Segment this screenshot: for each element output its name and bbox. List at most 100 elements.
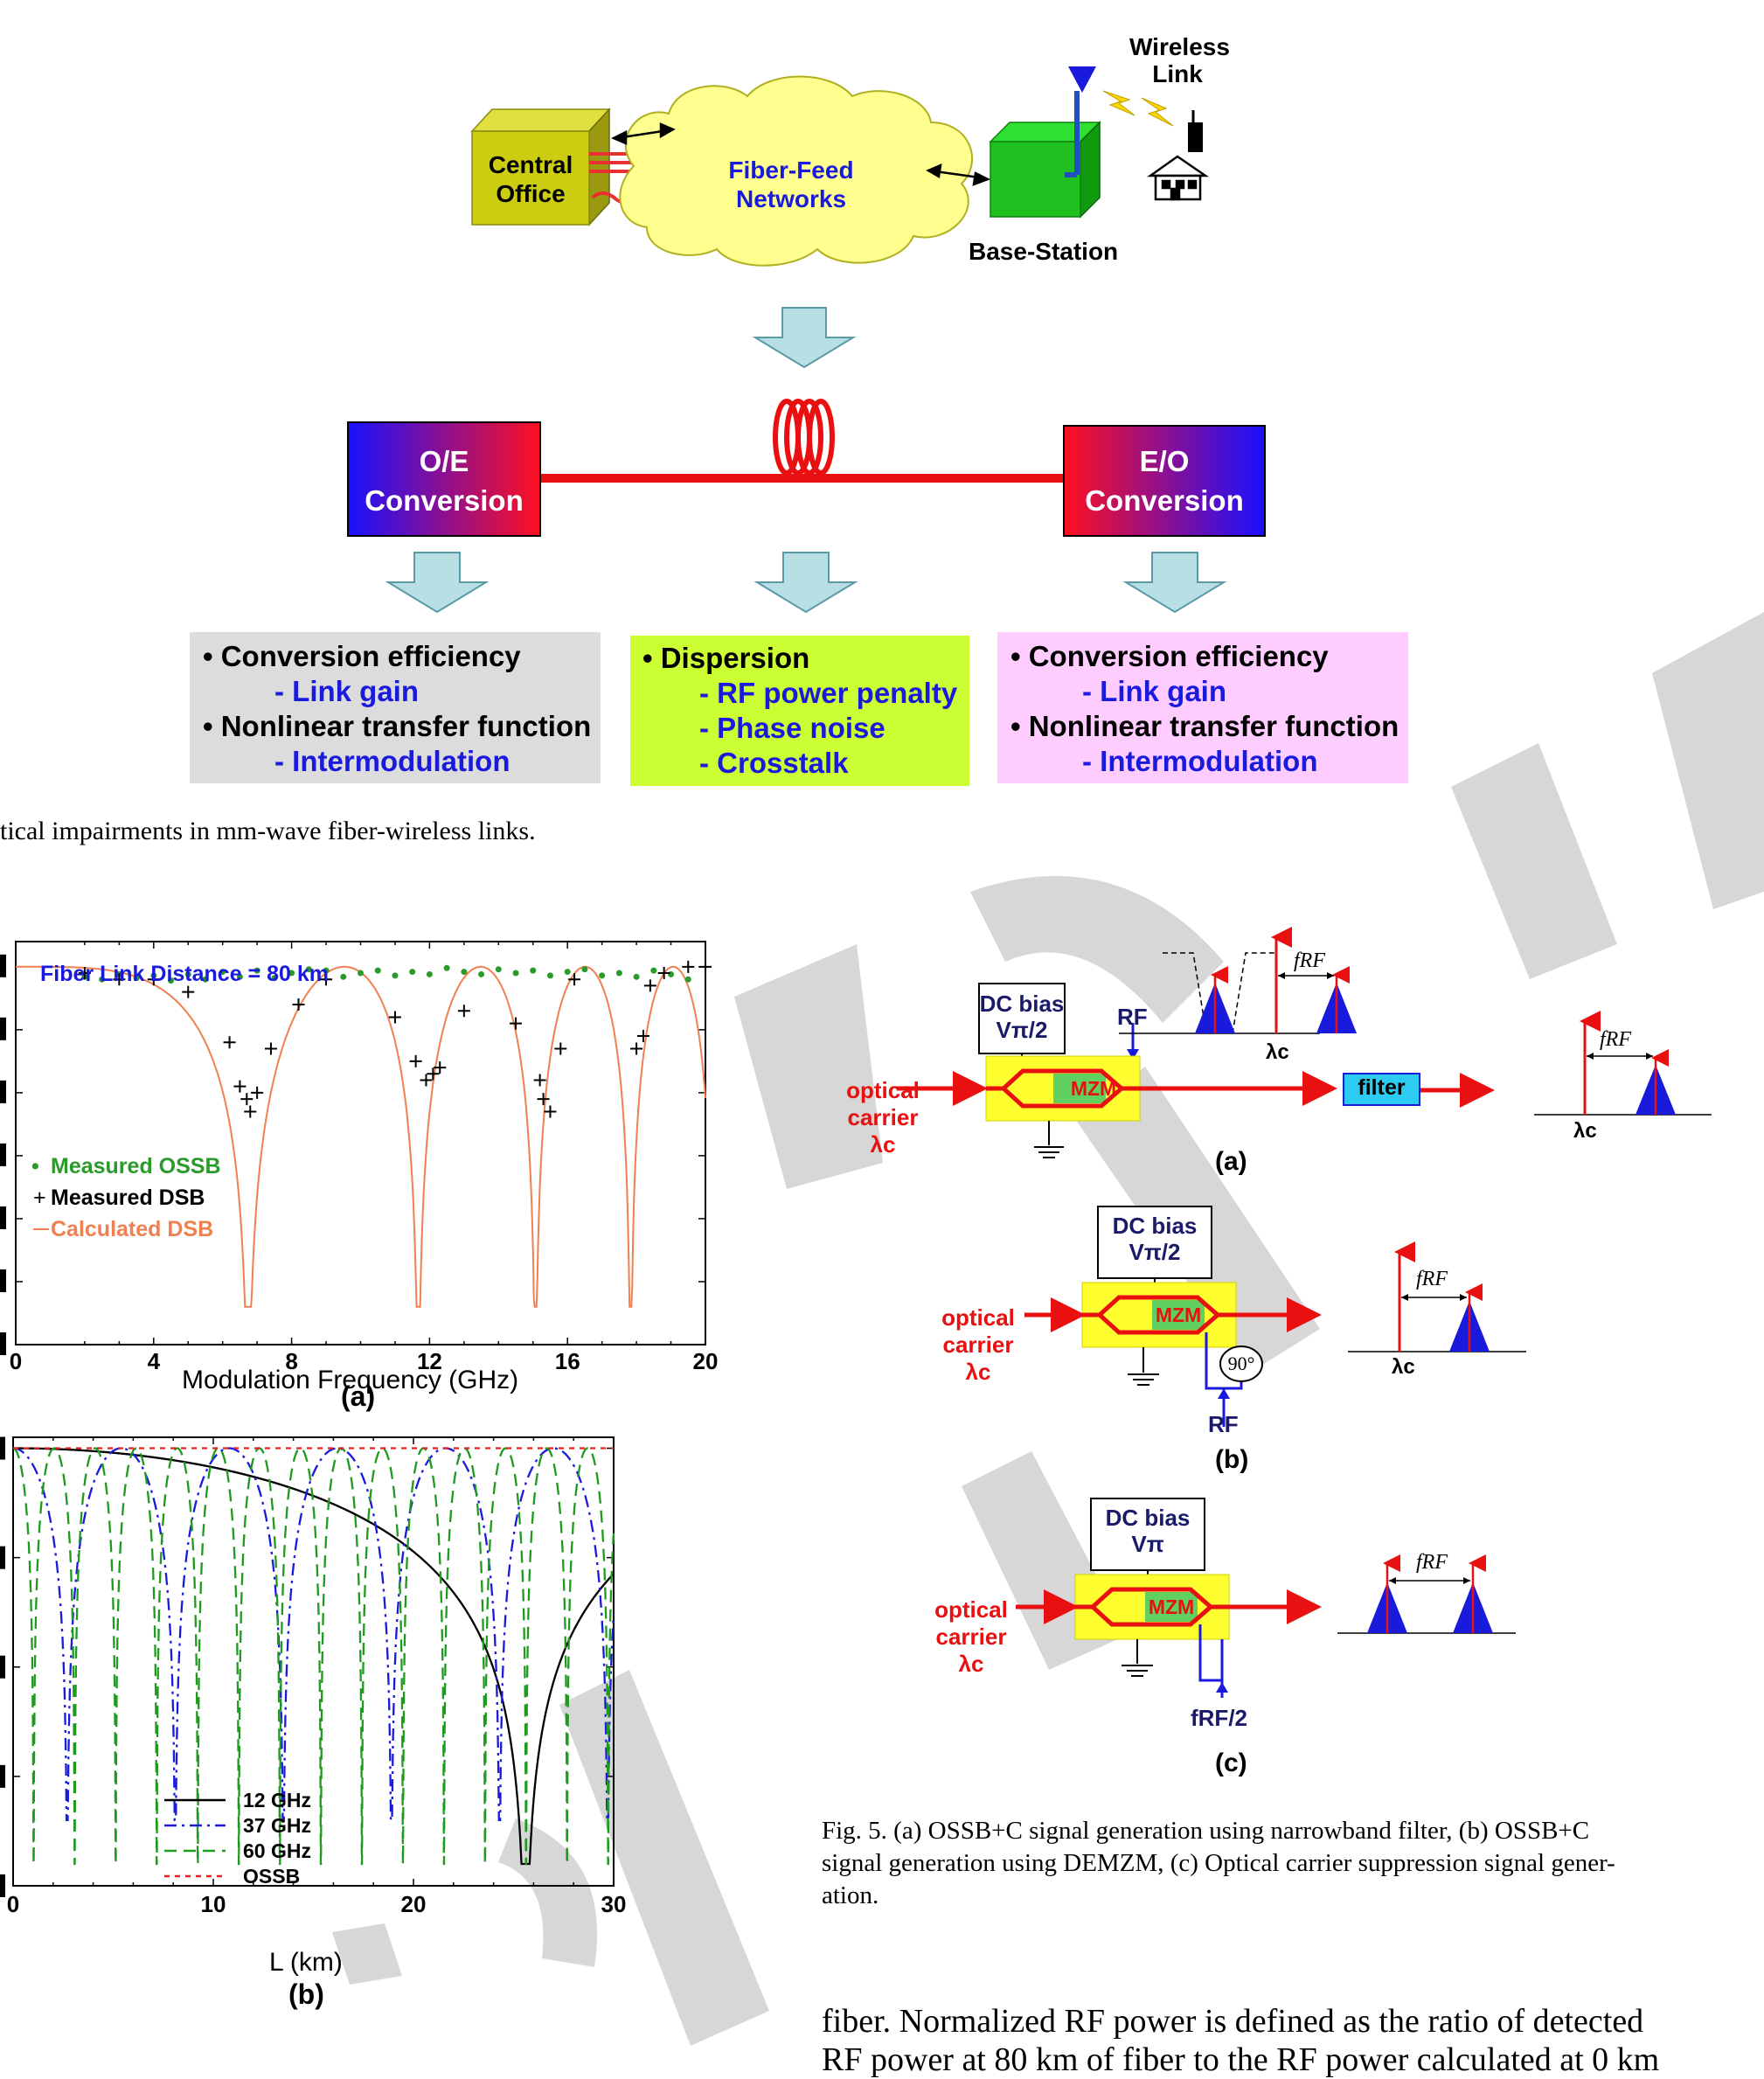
svg-text:+: + [33, 1186, 46, 1210]
ossb-point [581, 966, 588, 973]
chart-b-ytick-label-fragment [0, 1655, 5, 1679]
chart-a-xtick-label: 8 [285, 1348, 297, 1374]
ossb-point [202, 976, 209, 983]
frf-half-label: fRF/2 [1191, 1705, 1247, 1731]
dsb-point [568, 973, 581, 986]
dsb-point [223, 1036, 236, 1049]
chart-a-ytick-label-fragment [0, 1017, 6, 1040]
down-arrow [752, 307, 857, 369]
ossb-point [684, 976, 691, 983]
ossb-point [443, 964, 450, 971]
svg-text:•: • [31, 1154, 39, 1179]
chart-b-frame [12, 1436, 615, 1887]
chart-a-frame [15, 941, 706, 1345]
dsb-point [533, 1074, 546, 1087]
chart-b-ytick-label-fragment [0, 1546, 5, 1569]
ossb-point [650, 967, 657, 974]
ossb-point [530, 967, 537, 974]
chart-b-xtick-label: 0 [7, 1891, 19, 1917]
dsb-point [544, 1105, 557, 1118]
chart-b-ytick-label-fragment [0, 1874, 5, 1897]
dsb-point [630, 1042, 643, 1055]
lambda-c-label-a1: λc [1266, 1040, 1289, 1064]
chart-b-xtick-label: 10 [201, 1891, 226, 1917]
ossb-point [426, 970, 433, 977]
mzm-label-a: MZM [1070, 1077, 1117, 1100]
fig4-caption: tical impairments in mm-wave fiber-wirel… [0, 817, 536, 845]
base-station-label: Base-Station [969, 238, 1119, 265]
ossb-point [305, 966, 312, 973]
ossb-point [495, 966, 502, 973]
fig5-label-b: (b) [1215, 1445, 1249, 1474]
dsb-point [113, 973, 126, 986]
legend-60ghz: 60 GHz [243, 1839, 311, 1862]
dsb-point [554, 1042, 567, 1055]
chart-a-ytick-label-fragment [0, 954, 6, 977]
fig5-panel-b [1024, 1206, 1526, 1427]
chart-a-ytick-label-fragment [0, 1332, 6, 1355]
chart-b-xlabel: L (km) [269, 1948, 343, 1977]
chart-a-xlabel: Modulation Frequency (GHz) [182, 1366, 518, 1394]
phase-label: 90° [1227, 1352, 1255, 1374]
lambda-c-label-b: λc [1392, 1355, 1415, 1379]
eo-impairments-box: • Conversion efficiency - Link gain • No… [997, 632, 1408, 783]
frf-label-b: fRF [1416, 1268, 1448, 1290]
eo-conversion-block [1063, 425, 1266, 537]
ossb-point [236, 973, 243, 980]
frf-label-a1: fRF [1294, 949, 1325, 972]
ossb-point [358, 970, 364, 977]
mobile-phone-icon [1188, 122, 1203, 152]
ossb-point [133, 975, 140, 982]
mzm-label-c: MZM [1148, 1596, 1195, 1618]
chart-b-panel-label: (b) [288, 1978, 324, 2010]
ossb-point [512, 970, 519, 977]
frf-label-a2: fRF [1600, 1028, 1631, 1051]
ossb-point [374, 967, 381, 974]
dsb-point [643, 979, 656, 992]
legend-calculated-dsb: Calculated DSB [51, 1217, 213, 1241]
dsb-point [409, 1054, 422, 1067]
chart-a-legend: • Measured OSSB + Measured DSB Calculate… [31, 1154, 221, 1241]
impairment-arrows [385, 552, 1227, 614]
dc-bias-box-a [978, 983, 1066, 1054]
dsb-point [233, 1080, 247, 1093]
chart-a-ytick-label-fragment [0, 1206, 6, 1229]
wireless-bolts [1102, 90, 1174, 127]
ossb-point [409, 969, 416, 976]
fig4-diagram [347, 66, 1266, 614]
ossb-point [564, 969, 571, 976]
ossb-point [168, 977, 175, 984]
filter-label: filter [1358, 1075, 1406, 1100]
legend-measured-dsb: Measured DSB [51, 1186, 205, 1210]
dsb-point [457, 1005, 470, 1018]
body-paragraph: fiber. Normalized RF power is defined as… [822, 2003, 1660, 2078]
chart-a-ytick-label-fragment [0, 1080, 6, 1103]
phase-shifter-circle [1219, 1345, 1263, 1382]
fig5-label-c: (c) [1215, 1749, 1247, 1777]
fig5-diagram [897, 927, 1712, 1698]
ossb-point [219, 969, 226, 976]
chart-a-xtick-label: 0 [10, 1348, 22, 1374]
dsb-point [388, 1011, 401, 1024]
chart-b-legend: 12 GHz 37 GHz 60 GHz OSSB [164, 1789, 311, 1888]
chart-b-xtick-label: 30 [601, 1891, 627, 1917]
fiber-feed-cloud [619, 75, 974, 267]
filter-block [1343, 1073, 1420, 1106]
ossb-point [271, 975, 278, 982]
chart-a-ytick-label-fragment [0, 1143, 6, 1166]
ossb-point [546, 972, 553, 979]
fig5-label-a: (a) [1215, 1147, 1247, 1176]
dsb-point [251, 1086, 264, 1099]
ossb-point [253, 967, 260, 974]
ossb-point [340, 973, 347, 980]
ossb-point [288, 970, 295, 977]
